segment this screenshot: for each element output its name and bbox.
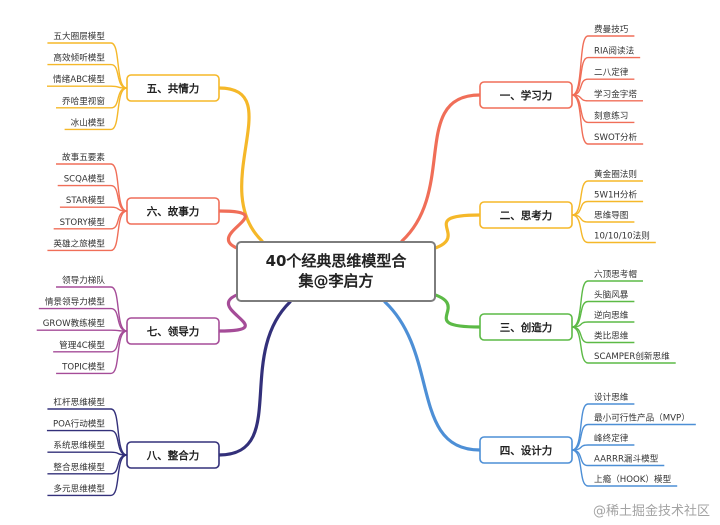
item-connector	[571, 321, 589, 328]
branch-trunk-7	[217, 290, 248, 333]
branch-trunk-6	[217, 209, 248, 253]
leaf-item-7-3[interactable]: GROW教练模型	[43, 317, 106, 329]
leaf-item-1-3[interactable]: 二八定律	[594, 66, 629, 78]
branch-label: 四、设计力	[500, 444, 553, 457]
branch-box	[126, 197, 220, 225]
branch-label: 六、故事力	[147, 205, 200, 218]
leaf-item-3-3[interactable]: 逆向思维	[594, 309, 629, 321]
leaf-item-4-5[interactable]: 上瘾（HOOK）模型	[594, 473, 672, 485]
leaf-item-3-5[interactable]: SCAMPER创新思维	[594, 350, 670, 362]
leaf-item-5-1[interactable]: 五大圈层模型	[53, 30, 105, 42]
leaf-item-8-5[interactable]: 多元思维模型	[53, 482, 105, 494]
item-connector	[571, 449, 589, 487]
leaf-item-2-3[interactable]: 思维导图	[594, 209, 628, 221]
branch-box	[479, 81, 573, 109]
leaf-item-4-1[interactable]: 设计思维	[594, 391, 629, 403]
leaf-item-2-4[interactable]: 10/10/10法则	[594, 230, 650, 242]
watermark: @稀土掘金技术社区	[592, 504, 710, 519]
branch-box	[479, 436, 573, 464]
connector-layer	[36, 35, 696, 497]
leaf-item-1-6[interactable]: SWOT分析	[594, 131, 638, 143]
item-connector	[571, 444, 589, 451]
branch-node-8[interactable]: 八、整合力	[126, 441, 220, 469]
branch-node-7[interactable]: 七、领导力	[126, 317, 220, 345]
leaf-item-6-2[interactable]: SCQA模型	[64, 174, 106, 185]
leaf-item-8-4[interactable]: 整合思维模型	[53, 461, 105, 473]
leaf-item-7-2[interactable]: 情景领导力模型	[45, 296, 106, 308]
leaf-item-3-4[interactable]: 类比思维	[594, 330, 629, 342]
item-connector	[110, 87, 128, 131]
branch-node-1[interactable]: 一、学习力	[479, 81, 573, 109]
item-connector	[571, 180, 589, 216]
item-connector	[571, 94, 589, 145]
branch-trunk-4	[383, 300, 482, 452]
branch-label: 一、学习力	[500, 89, 553, 102]
leaf-item-6-1[interactable]: 故事五要素	[62, 151, 105, 163]
item-connector	[110, 210, 128, 252]
branch-trunk-8	[217, 300, 292, 457]
leaf-item-4-4[interactable]: AARRR漏斗模型	[594, 454, 659, 465]
branch-trunk-5	[217, 86, 264, 243]
branch-node-6[interactable]: 六、故事力	[126, 197, 220, 225]
branch-label: 五、共情力	[147, 82, 200, 95]
branch-label: 八、整合力	[146, 449, 200, 462]
branch-box	[479, 313, 573, 341]
leaf-item-1-5[interactable]: 刻意练习	[594, 109, 628, 121]
branch-node-4[interactable]: 四、设计力	[479, 436, 573, 464]
branch-box	[126, 317, 220, 345]
leaf-item-2-2[interactable]: 5W1H分析	[594, 189, 637, 201]
leaf-item-5-5[interactable]: 冰山模型	[71, 116, 106, 128]
branch-node-2[interactable]: 二、思考力	[479, 201, 573, 229]
branch-label: 二、思考力	[500, 209, 553, 222]
branch-label: 三、创造力	[500, 321, 553, 334]
central-topic[interactable]: 40个经典思维模型合 集@李启方	[236, 241, 436, 302]
leaf-item-5-2[interactable]: 高效倾听模型	[53, 52, 105, 64]
leaf-item-3-1[interactable]: 六顶思考帽	[594, 268, 637, 280]
leaf-item-5-4[interactable]: 乔哈里视窗	[62, 95, 105, 107]
leaf-item-3-2[interactable]: 头脑风暴	[594, 289, 629, 301]
item-connector	[571, 35, 589, 96]
leaf-item-6-4[interactable]: STORY模型	[60, 217, 106, 228]
leaf-item-4-2[interactable]: 最小可行性产品（MVP）	[594, 412, 690, 424]
item-connector	[110, 454, 128, 497]
item-connector	[571, 56, 589, 96]
branch-node-5[interactable]: 五、共情力	[126, 74, 220, 102]
leaf-item-1-4[interactable]: 学习金字塔	[594, 88, 637, 100]
branch-node-3[interactable]: 三、创造力	[479, 313, 573, 341]
branch-box	[126, 74, 220, 102]
leaf-item-1-1[interactable]: 费曼技巧	[594, 23, 629, 35]
item-connector	[571, 214, 589, 244]
leaf-item-8-2[interactable]: POA行动模型	[53, 418, 105, 430]
leaf-item-2-1[interactable]: 黄金圈法则	[594, 168, 637, 180]
branch-label: 七、领导力	[147, 325, 200, 338]
item-connector	[110, 206, 128, 212]
branch-trunk-1	[400, 93, 482, 243]
item-connector	[571, 326, 589, 364]
leaf-item-6-5[interactable]: 英雄之旅模型	[53, 237, 105, 249]
leaf-item-1-2[interactable]: RIA阅读法	[594, 45, 635, 57]
central-topic-line-2: 集@李启方	[298, 271, 374, 290]
leaf-item-8-1[interactable]: 杠杆思维模型	[53, 396, 105, 408]
branch-box	[126, 441, 220, 469]
item-connector	[110, 330, 128, 375]
leaf-item-4-3[interactable]: 峰终定律	[594, 432, 629, 444]
leaf-item-7-5[interactable]: TOPIC模型	[61, 361, 105, 372]
leaf-item-7-4[interactable]: 管理4C模型	[59, 339, 105, 351]
central-topic-line-1: 40个经典思维模型合	[265, 252, 407, 270]
branch-trunk-2	[423, 213, 482, 253]
branch-box	[479, 201, 573, 229]
leaf-item-5-3[interactable]: 情绪ABC模型	[53, 73, 105, 85]
leaf-item-6-3[interactable]: STAR模型	[66, 195, 105, 206]
branch-trunk-3	[423, 290, 482, 329]
leaf-item-7-1[interactable]: 领导力梯队	[62, 274, 105, 286]
leaf-item-8-3[interactable]: 系统思维模型	[53, 439, 105, 451]
